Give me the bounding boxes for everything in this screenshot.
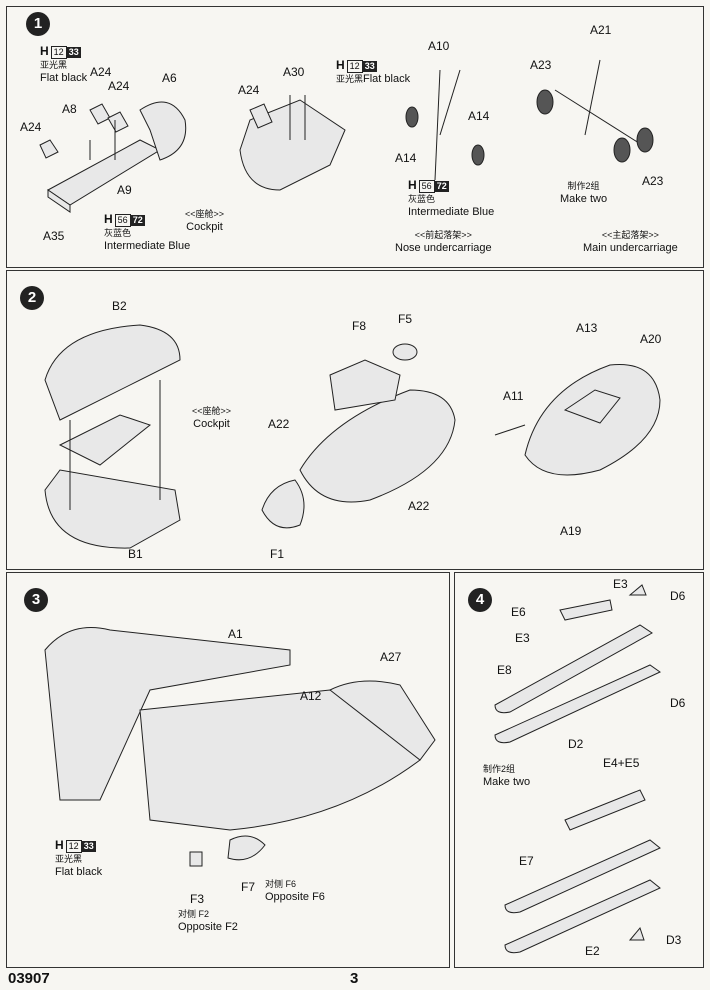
part-label: F1	[270, 547, 285, 561]
step3-panel	[6, 572, 450, 968]
main-gear-drawing	[536, 59, 654, 163]
part-label: A20	[640, 332, 662, 346]
part-label: A9	[117, 183, 132, 197]
part-label: A23	[530, 58, 552, 72]
part-label: A24	[20, 120, 42, 134]
cockpit-tub-drawing	[239, 95, 346, 191]
part-label: E4+E5	[603, 756, 640, 770]
main-undercarriage-caption: <<主起落架>>Main undercarriage	[583, 230, 678, 255]
step4-panel	[454, 572, 704, 968]
part-label: A1	[228, 627, 243, 641]
part-label: F5	[398, 312, 413, 326]
part-label: A35	[43, 229, 65, 243]
part-label: F3	[190, 892, 205, 906]
step1-panel	[6, 6, 704, 268]
step-number-2: 2	[20, 286, 44, 310]
part-label: A27	[380, 650, 402, 664]
part-label: E3	[515, 631, 530, 645]
nose-gear-drawing	[405, 69, 485, 181]
part-label: A8	[62, 102, 77, 116]
part-label: A6	[162, 71, 177, 85]
part-label: F8	[352, 319, 367, 333]
missiles-drawing	[494, 584, 661, 954]
page-number: 3	[350, 970, 359, 987]
part-label: A21	[590, 23, 612, 37]
part-label: A14	[468, 109, 490, 123]
fuselage-assembled-drawing	[494, 363, 661, 476]
part-label: D3	[666, 933, 682, 947]
part-label: B2	[112, 299, 127, 313]
part-label: B1	[128, 547, 143, 561]
fuselage-nose-drawing	[261, 343, 456, 529]
airframe-drawing	[44, 627, 436, 867]
part-label: E3	[613, 577, 628, 591]
part-label: A19	[560, 524, 582, 538]
step2-panel	[6, 270, 704, 570]
part-label: D6	[670, 696, 686, 710]
product-code: 03907	[8, 970, 50, 987]
cockpit-caption: <<座舱>>Cockpit	[185, 209, 225, 234]
part-label: A24	[238, 83, 260, 97]
part-label: E7	[519, 854, 534, 868]
part-label: A13	[576, 321, 598, 335]
part-label: A23	[642, 174, 664, 188]
step-number-3: 3	[24, 588, 48, 612]
cockpit-floor-drawing	[39, 101, 187, 213]
part-label: A24	[108, 79, 130, 93]
part-label: A24	[90, 65, 112, 79]
cockpit-caption: <<座舱>>Cockpit	[192, 406, 232, 431]
part-label: A11	[503, 389, 524, 403]
part-label: A22	[408, 499, 430, 513]
part-label: A14	[395, 151, 417, 165]
part-label: E2	[585, 944, 600, 958]
part-label: D6	[670, 589, 686, 603]
part-label: E6	[511, 605, 526, 619]
part-label: D2	[568, 737, 584, 751]
step-number-1: 1	[26, 12, 50, 36]
part-label: A12	[300, 689, 322, 703]
part-label: A22	[268, 417, 290, 431]
part-label: A10	[428, 39, 450, 53]
part-label: F7	[241, 880, 256, 894]
step-number-4: 4	[468, 588, 492, 612]
nose-undercarriage-caption: <<前起落架>>Nose undercarriage	[395, 230, 492, 255]
part-label: E8	[497, 663, 512, 677]
part-label: A30	[283, 65, 305, 79]
fuselage-halves-drawing	[44, 324, 181, 549]
